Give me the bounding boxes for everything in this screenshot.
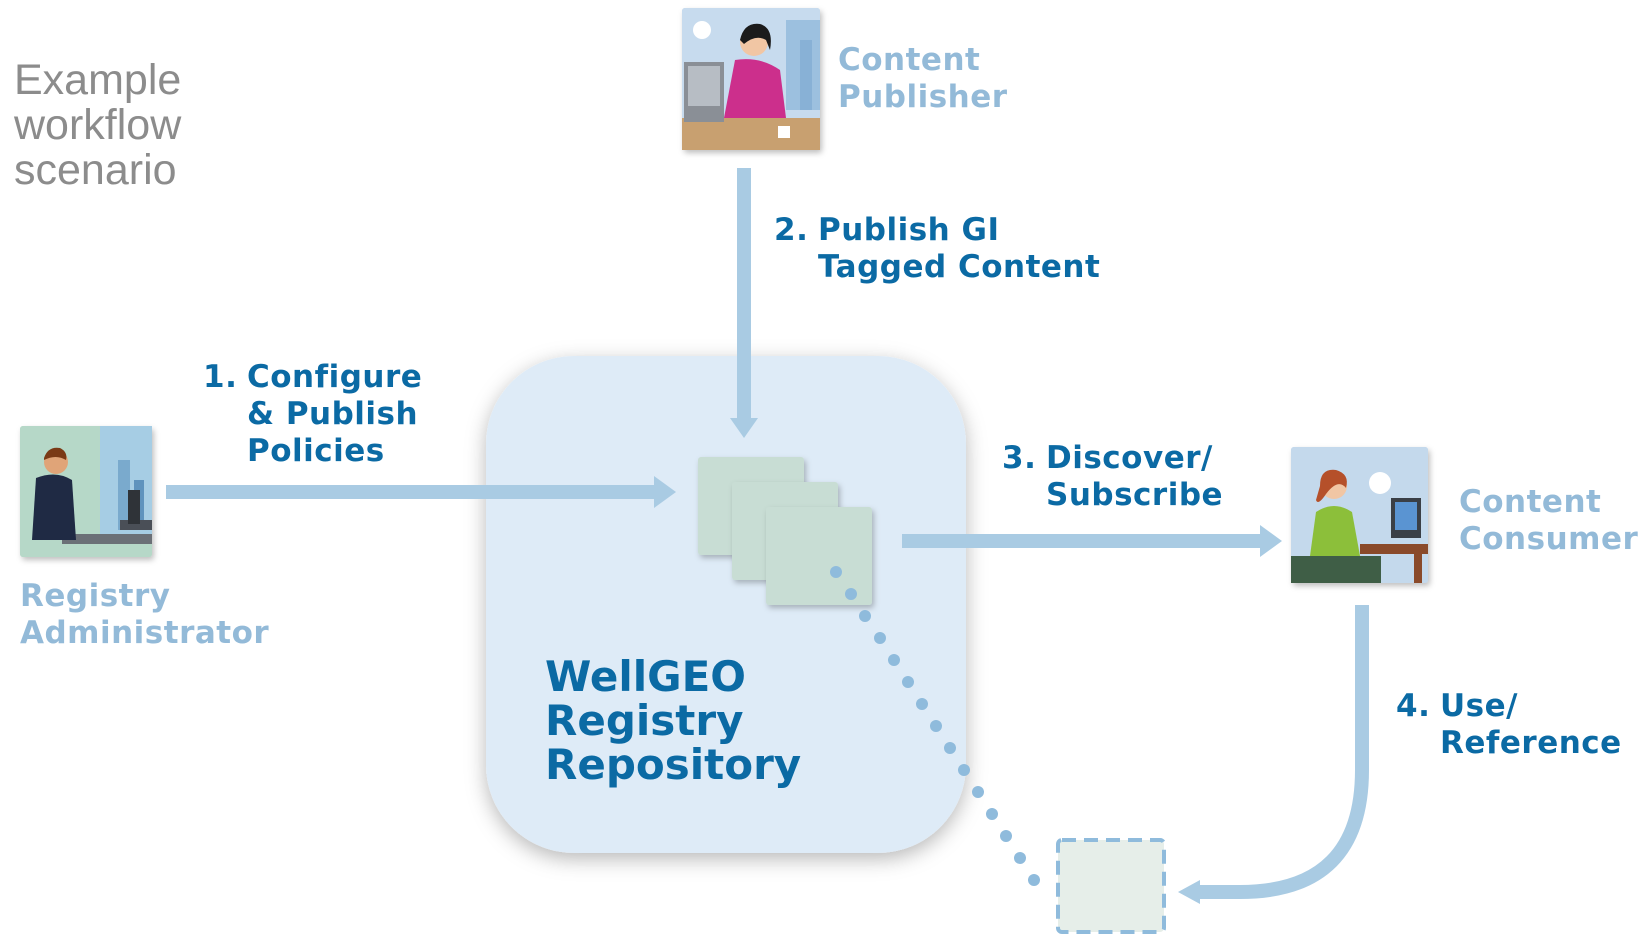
publisher-label-line: Publisher [838,79,1008,115]
arrow-use [1178,605,1369,904]
step-number: 1. [203,359,238,395]
administrator-label-line: Registry [20,578,171,614]
administrator-label-line: Administrator [20,615,270,651]
dotted-reference-link [830,566,1040,886]
arrow-configure [166,476,676,508]
step-text: Reference [1440,725,1622,761]
step-number: 2. [774,212,809,248]
title-line: workflow [14,101,182,149]
arrow-discover [902,525,1282,557]
step-text: Publish GI [818,212,1000,248]
consumer-label-line: Consumer [1459,521,1639,557]
publisher-label: Content Publisher [838,42,1008,116]
step-publish: 2.Publish GI Tagged Content [774,212,1100,286]
referenced-item-placeholder [1056,838,1166,934]
registry-repository-box [486,356,966,853]
document-page [766,507,872,605]
step-text: & Publish [247,396,419,432]
scenario-title: Example workflow scenario [14,58,274,193]
title-line: scenario [14,146,177,194]
publisher-avatar [682,8,820,150]
step-text: Use/ [1440,688,1518,724]
arrow-publish [730,168,758,438]
step-number: 3. [1002,440,1037,476]
repository-name-line: Registry [545,696,744,745]
publisher-label-line: Content [838,42,981,78]
consumer-label: Content Consumer [1459,484,1638,558]
step-number: 4. [1396,688,1431,724]
consumer-label-line: Content [1459,484,1602,520]
step-text: Subscribe [1046,477,1224,513]
administrator-avatar [20,426,152,557]
consumer-avatar [1291,447,1428,583]
step-use: 4.Use/ Reference [1396,688,1622,762]
document-stack [698,457,872,605]
administrator-label: Registry Administrator [20,578,269,652]
repository-name-line: WellGEO [545,652,746,701]
step-discover: 3.Discover/ Subscribe [1002,440,1223,514]
repository-name: WellGEO Registry Repository [545,655,801,787]
repository-name-line: Repository [545,740,802,789]
step-text: Tagged Content [818,249,1101,285]
step-text: Discover/ [1046,440,1213,476]
step-text: Configure [247,359,423,395]
step-text: Policies [247,433,385,469]
step-configure: 1.Configure & Publish Policies [203,359,422,470]
title-line: Example [14,56,182,104]
